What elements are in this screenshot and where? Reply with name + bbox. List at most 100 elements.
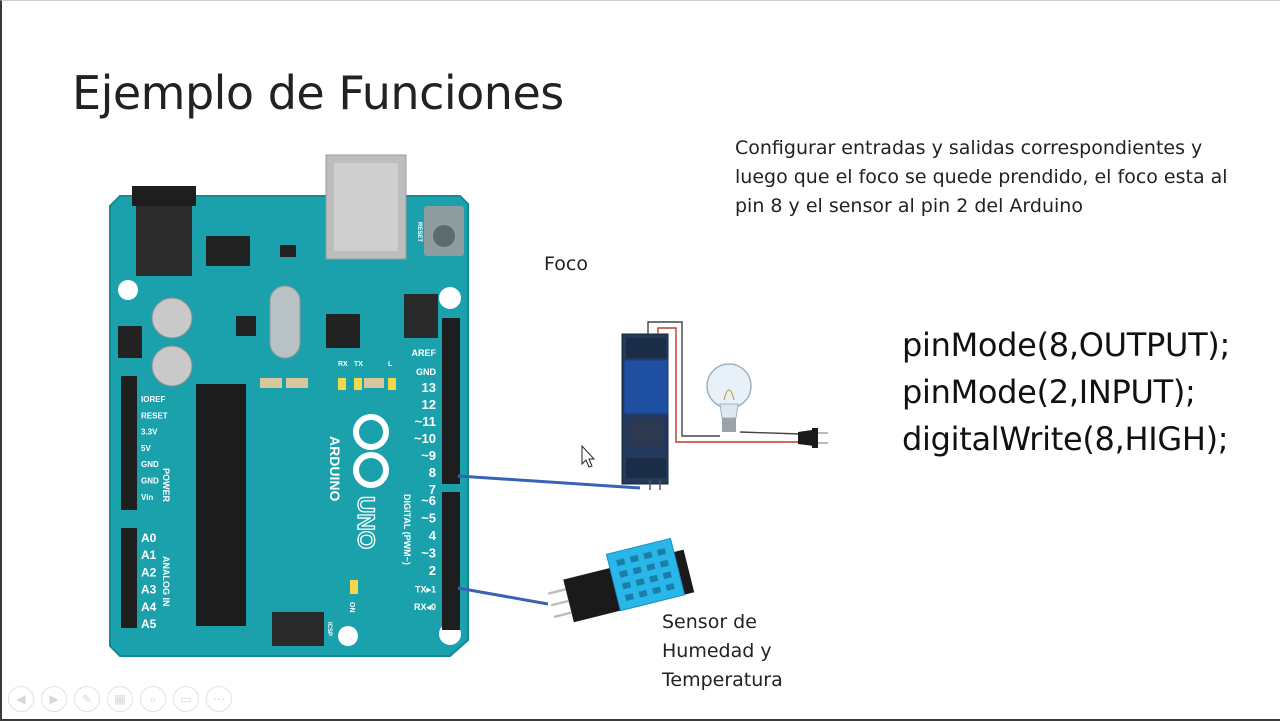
foco-label: Foco <box>544 253 588 275</box>
zoom-icon[interactable]: ⌕ <box>140 686 166 712</box>
pin-label: AREF <box>412 348 437 358</box>
small-chip <box>280 245 296 257</box>
crystal-oscillator <box>269 285 301 359</box>
pin-label: ~11 <box>415 414 436 429</box>
arduino-logo <box>353 414 389 488</box>
pin-label: GND <box>416 367 437 377</box>
led-indicator <box>388 378 396 390</box>
sensor-label-line: Temperatura <box>662 669 783 691</box>
sensor-label: Sensor de Humedad y Temperatura <box>662 608 783 695</box>
pin-label: 12 <box>422 397 436 412</box>
slides-icon[interactable]: ▦ <box>107 686 133 712</box>
pin-label: Vin <box>141 493 153 502</box>
resistor <box>260 378 282 388</box>
tx-led-text: TX <box>354 361 363 368</box>
pin-label: ~6 <box>421 493 436 508</box>
code-line: digitalWrite(8,HIGH); <box>902 420 1229 458</box>
regulator-chip <box>206 236 250 266</box>
pin-label: TX▸1 <box>415 585 436 595</box>
pin-label: RX◂0 <box>414 602 436 612</box>
power-plug-icon <box>798 428 828 448</box>
relay-terminal <box>626 338 666 358</box>
digital-header-bottom <box>442 492 460 630</box>
subtitles-icon[interactable]: ▭ <box>173 686 199 712</box>
usb-controller-chip <box>326 314 360 348</box>
relay-circuit <box>628 420 664 446</box>
next-icon[interactable]: ▶ <box>41 686 67 712</box>
led-indicator <box>338 378 346 390</box>
pin-label: ~5 <box>421 511 436 526</box>
arduino-brand-text: ARDUINO <box>327 436 343 501</box>
led-indicator <box>354 378 362 390</box>
mounting-hole <box>118 280 138 300</box>
dht-sensor <box>547 537 695 623</box>
more-icon[interactable]: ⋯ <box>206 686 232 712</box>
on-led-text: ON <box>348 602 355 613</box>
power-jack <box>132 186 196 206</box>
power-header <box>121 376 137 510</box>
power-side-text: POWER <box>161 468 171 503</box>
slide-title: Ejemplo de Funciones <box>72 66 564 120</box>
resistor <box>364 378 384 388</box>
lamp-wire <box>647 321 720 437</box>
pen-icon[interactable]: ✎ <box>74 686 100 712</box>
pin-label: A1 <box>141 548 157 562</box>
pin-label: RESET <box>141 411 168 420</box>
mounting-hole <box>338 626 358 646</box>
pin-label: ~10 <box>414 431 436 446</box>
pin-label: IOREF <box>141 395 166 404</box>
code-line: pinMode(8,OUTPUT); <box>902 326 1230 364</box>
pin-label: 7 <box>429 482 436 497</box>
pin-label: GND <box>141 477 159 486</box>
light-bulb-icon <box>706 363 752 432</box>
pin-label: A5 <box>141 617 157 631</box>
pin-label: GND <box>141 460 159 469</box>
pin-label: 8 <box>429 465 436 480</box>
code-block: pinMode(8,OUTPUT); pinMode(2,INPUT); dig… <box>902 322 1230 463</box>
mounting-hole <box>439 287 461 309</box>
microcontroller-chip <box>196 384 246 626</box>
sensor-label-line: Sensor de <box>662 611 757 633</box>
uno-model-text: UNO <box>352 496 379 549</box>
icsp-header <box>404 294 438 338</box>
slideshow-toolbar: ◀ ▶ ✎ ▦ ⌕ ▭ ⋯ <box>8 686 232 712</box>
prev-icon[interactable]: ◀ <box>8 686 34 712</box>
pin-label: A2 <box>141 565 157 579</box>
resistor <box>286 378 308 388</box>
usb-connector-face <box>334 163 398 251</box>
pin-label: A4 <box>141 600 157 614</box>
pin-label: ~3 <box>421 546 436 561</box>
pin-label: 3.3V <box>141 428 158 437</box>
pin-label: A3 <box>141 583 157 597</box>
capacitor <box>151 345 193 387</box>
icsp-header <box>272 612 324 646</box>
icsp-text: ICSP <box>326 622 332 636</box>
power-jack-body <box>136 206 192 276</box>
l-led-text: L <box>388 361 393 368</box>
sensor-label-line: Humedad y <box>662 640 772 662</box>
diode-chip <box>118 326 142 358</box>
pin-label: ~9 <box>421 448 436 463</box>
pin-label: 13 <box>422 380 436 395</box>
digital-header-top <box>442 318 460 484</box>
digital-side-text: DIGITAL (PWM~) <box>402 494 412 565</box>
pin-label: 2 <box>429 563 436 578</box>
pin-label: A0 <box>141 531 157 545</box>
led-on-indicator <box>350 580 358 594</box>
capacitor <box>151 297 193 339</box>
rx-led-text: RX <box>338 361 348 368</box>
wire-pin8 <box>457 474 641 490</box>
wire-pin2 <box>457 586 549 606</box>
analog-side-text: ANALOG IN <box>161 556 171 607</box>
analog-header <box>121 528 137 628</box>
lamp-wire-red <box>657 327 800 443</box>
mouse-cursor-icon <box>581 444 596 468</box>
relay-module <box>621 333 669 490</box>
reset-text: RESET <box>416 222 422 242</box>
slide-description: Configurar entradas y salidas correspond… <box>735 137 1228 217</box>
